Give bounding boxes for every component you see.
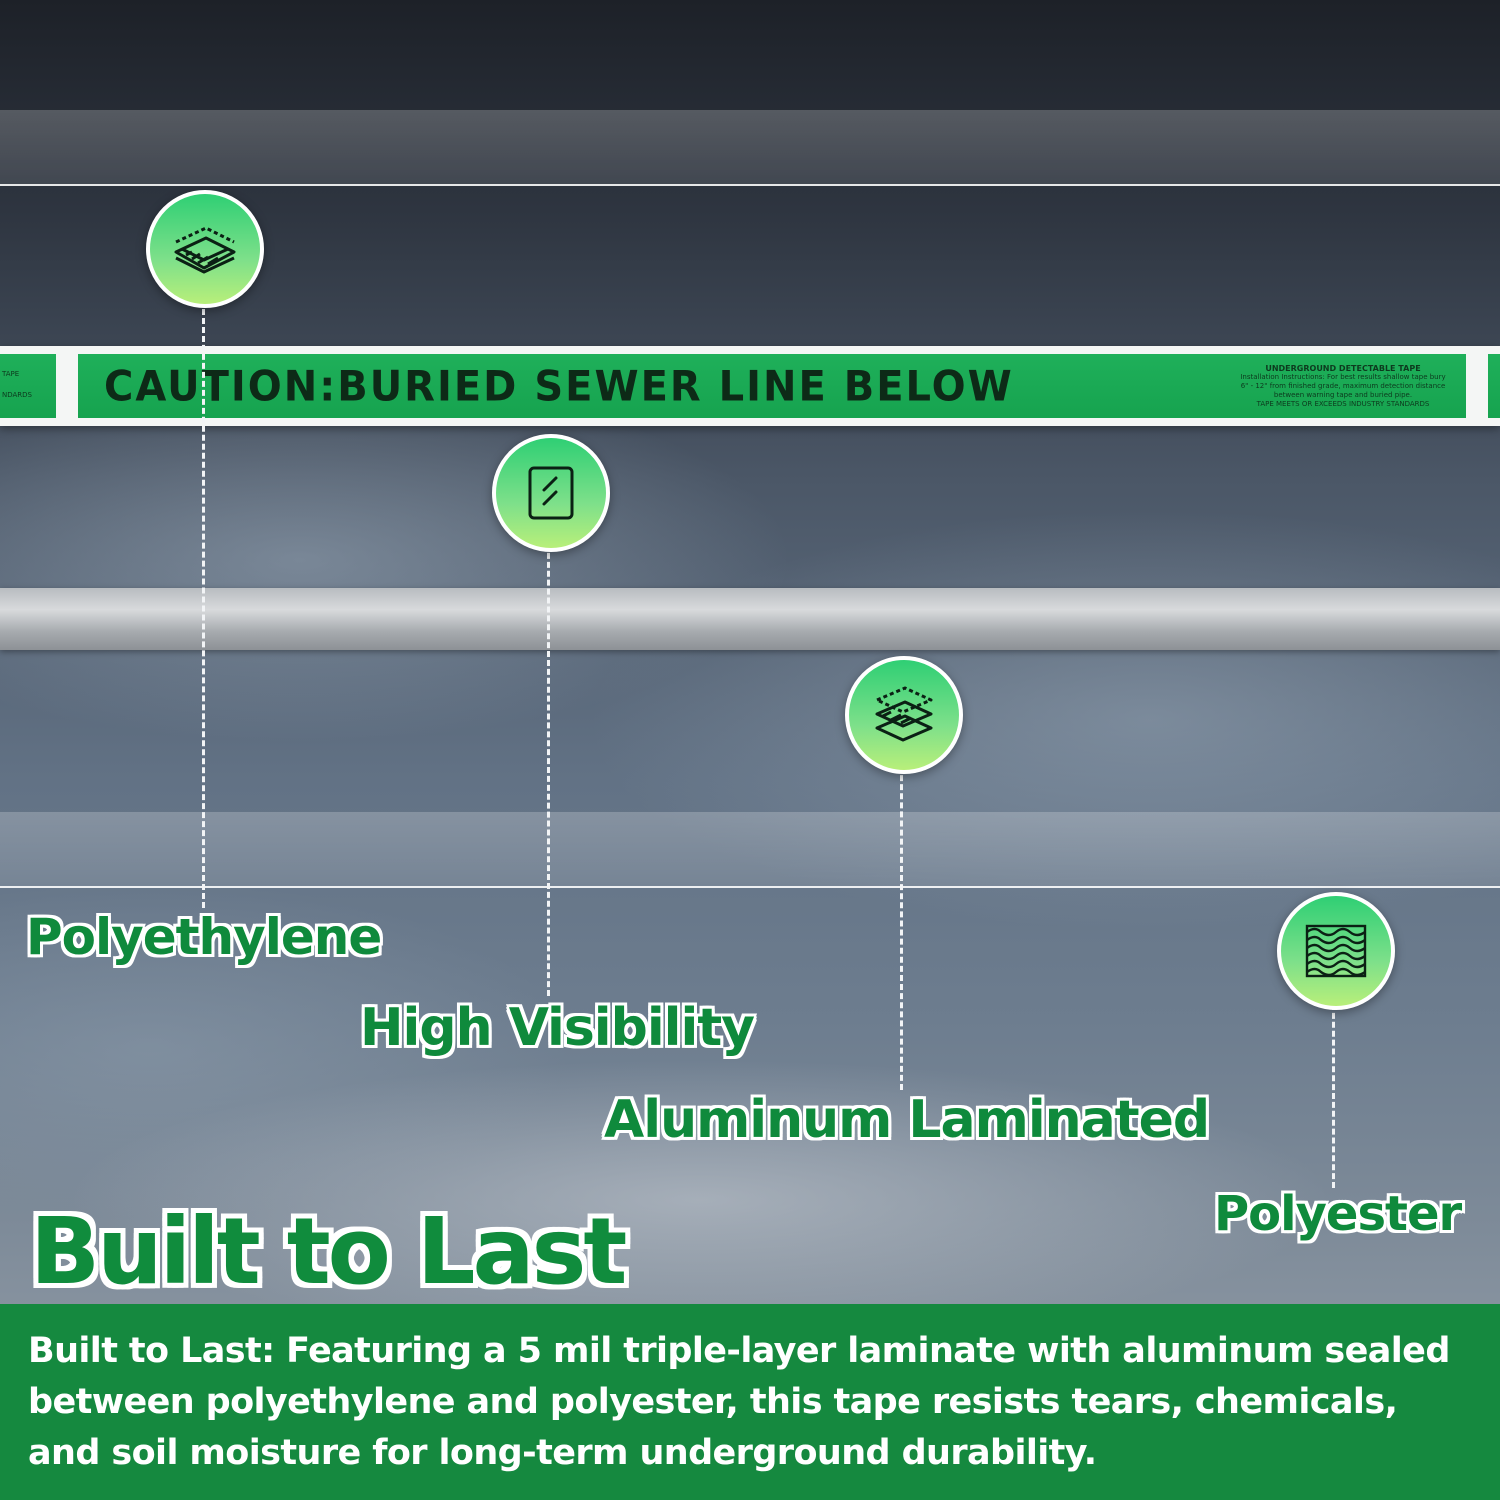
tape-segment-right: [1488, 354, 1500, 418]
feature-label-polyethylene: Polyethylene: [26, 908, 382, 966]
tape-left-fragment-1: TAPE: [2, 370, 20, 378]
tape-fine-body: Installation Instructions: For best resu…: [1240, 373, 1446, 399]
tape-fine-heading: UNDERGROUND DETECTABLE TAPE: [1265, 364, 1421, 373]
leader-line-polyethylene: [202, 300, 205, 908]
feature-label-high-visibility: High Visibility: [360, 998, 755, 1058]
tape-fine-footer: TAPE MEETS OR EXCEEDS INDUSTRY STANDARDS: [1256, 400, 1430, 408]
aluminum-laminated-badge: [845, 656, 963, 774]
feature-label-aluminum-laminated: Aluminum Laminated: [604, 1090, 1210, 1150]
polyester-badge: [1277, 892, 1395, 1010]
description-panel: Built to Last: Featuring a 5 mil triple-…: [0, 1304, 1500, 1500]
description-text: Built to Last: Featuring a 5 mil triple-…: [28, 1331, 1450, 1473]
mesh-fabric-icon: [1305, 924, 1367, 978]
leader-line-aluminum: [900, 766, 903, 1090]
layer-sheet-icon: [174, 226, 236, 274]
stacked-layers-icon: [875, 686, 933, 742]
aluminum-band: [0, 588, 1500, 650]
tape-segment-main: CAUTION:BURIED SEWER LINE BELOW UNDERGRO…: [78, 354, 1466, 418]
headline: Built to Last: [30, 1198, 627, 1305]
warning-tape: TAPE NDARDS CAUTION:BURIED SEWER LINE BE…: [0, 346, 1500, 426]
tape-fine-print: UNDERGROUND DETECTABLE TAPE Installation…: [1238, 364, 1448, 409]
tape-left-fragment-2: NDARDS: [2, 391, 32, 399]
polyethylene-badge: [146, 190, 264, 308]
leader-line-high-visibility: [547, 544, 550, 996]
tape-segment-left: TAPE NDARDS: [0, 354, 56, 418]
tape-caution-text: CAUTION:BURIED SEWER LINE BELOW: [104, 362, 1014, 412]
clear-film-band-top: [0, 110, 1500, 186]
leader-line-polyester: [1332, 1004, 1335, 1188]
clear-film-band-bottom: [0, 812, 1500, 888]
high-visibility-badge: [492, 434, 610, 552]
feature-label-polyester: Polyester: [1214, 1186, 1462, 1242]
glass-panel-icon: [528, 466, 574, 520]
